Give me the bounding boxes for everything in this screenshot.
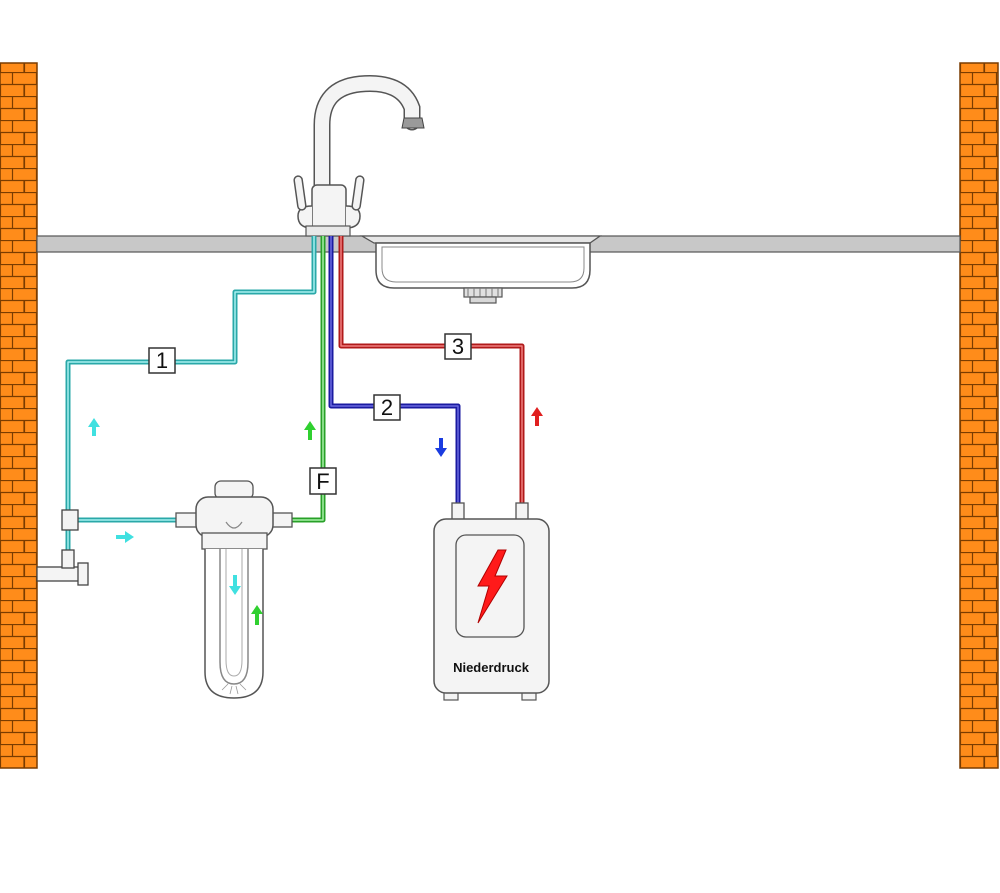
left-brick-wall [0, 62, 38, 769]
arrow-up-red-icon [531, 407, 543, 426]
pipe-1-number: 1 [156, 348, 168, 373]
pipe-3-number: 3 [452, 334, 464, 359]
pipe-2-label: 2 [373, 394, 401, 421]
water-filter-icon [175, 480, 293, 699]
sink-icon [359, 235, 603, 304]
pipe-3-label: 3 [444, 333, 472, 360]
filter-letter: F [316, 469, 329, 494]
arrow-up-green-filter-icon [251, 605, 263, 625]
arrow-up-green-icon [304, 421, 316, 440]
pipe-1-label: 1 [148, 347, 176, 374]
pipe-2-number: 2 [381, 395, 393, 420]
t-connector [61, 509, 79, 531]
heater-label: Niederdruck [453, 660, 530, 675]
arrow-up-cyan-icon [88, 418, 100, 436]
right-brick-wall [959, 62, 999, 769]
angle-valve-icon [36, 549, 89, 586]
pipe-3-hot-water [338, 236, 525, 505]
arrow-right-cyan-icon [116, 531, 134, 543]
arrow-down-cyan-filter-icon [229, 575, 241, 595]
faucet-icon [293, 75, 425, 237]
filter-label: F [309, 467, 337, 495]
lightning-icon [477, 549, 508, 624]
pipe-1-cold-water [65, 236, 317, 567]
pipe-filtered-water [290, 236, 326, 523]
arrow-down-blue-icon [435, 438, 447, 457]
